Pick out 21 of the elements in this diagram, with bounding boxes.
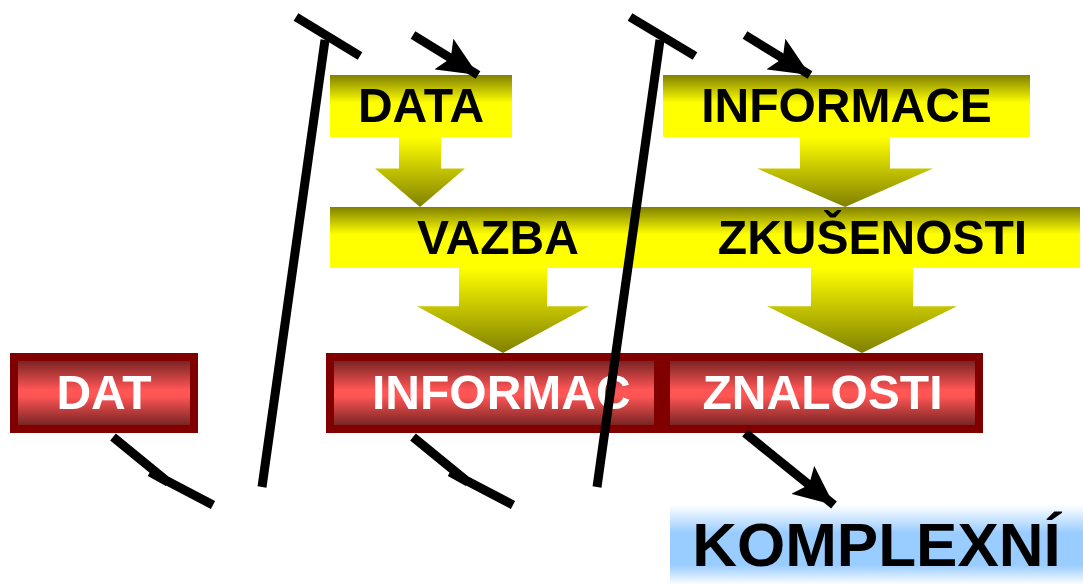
box-label: ZNALOSTI — [702, 369, 943, 417]
label-box — [662, 353, 983, 433]
label-box — [330, 75, 512, 137]
box-label: INFORMACE — [701, 82, 992, 130]
label-box — [670, 505, 1083, 585]
box-label: DATA — [357, 82, 485, 130]
label-box — [330, 207, 666, 268]
label-box — [663, 75, 1030, 137]
arrow — [742, 31, 813, 79]
box-label: DAT — [56, 369, 152, 417]
block-arrow — [757, 137, 933, 207]
block-arrow — [375, 137, 465, 207]
arrow — [410, 31, 481, 79]
label-box — [10, 353, 198, 433]
label-box — [665, 207, 1080, 268]
zigzag-line — [110, 433, 216, 509]
box-label: VAZBA — [417, 213, 579, 262]
block-arrow — [417, 268, 589, 353]
block-arrow — [767, 268, 957, 353]
zigzag-line — [410, 433, 516, 509]
arrow — [742, 429, 837, 509]
